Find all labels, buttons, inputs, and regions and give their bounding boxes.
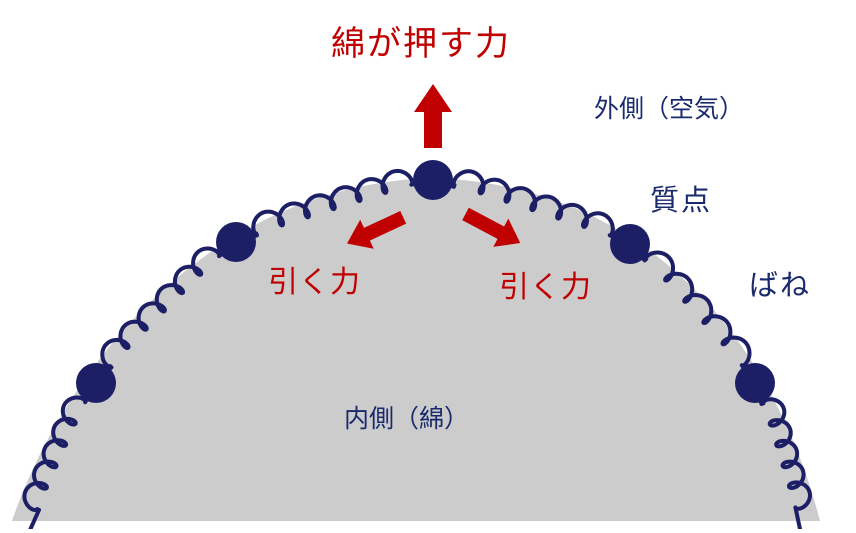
- mass-point-lower-right: [735, 363, 775, 403]
- pull-arrow-right: [462, 207, 521, 247]
- mass-point-upper-left: [216, 222, 256, 262]
- pull-force-right-label: 引く力: [499, 270, 592, 305]
- spring-4: [431, 169, 632, 246]
- mass-point-lower-left: [76, 363, 116, 403]
- mass-point-label: 質点: [650, 183, 713, 217]
- mass-points-group: [76, 160, 775, 403]
- spring-1: [22, 381, 98, 532]
- push-arrow-up: [414, 84, 452, 148]
- springs-group: [22, 168, 812, 532]
- force-arrows-group: [346, 84, 521, 249]
- spring-6: [753, 381, 812, 531]
- spring-5: [628, 242, 757, 385]
- spring-3: [234, 168, 435, 244]
- pull-arrow-left: [346, 210, 407, 249]
- spring-2: [94, 240, 238, 385]
- mass-point-upper-right: [610, 224, 650, 264]
- spring-label: ばね: [749, 268, 812, 302]
- mass-point-top: [413, 160, 453, 200]
- pull-force-left-label: 引く力: [268, 265, 361, 300]
- inside-cotton-label: 内側（綿）: [344, 404, 470, 433]
- outside-air-label: 外側（空気）: [594, 94, 745, 123]
- cotton-region: [12, 178, 820, 521]
- push-force-label: 綿が押す力: [331, 24, 511, 64]
